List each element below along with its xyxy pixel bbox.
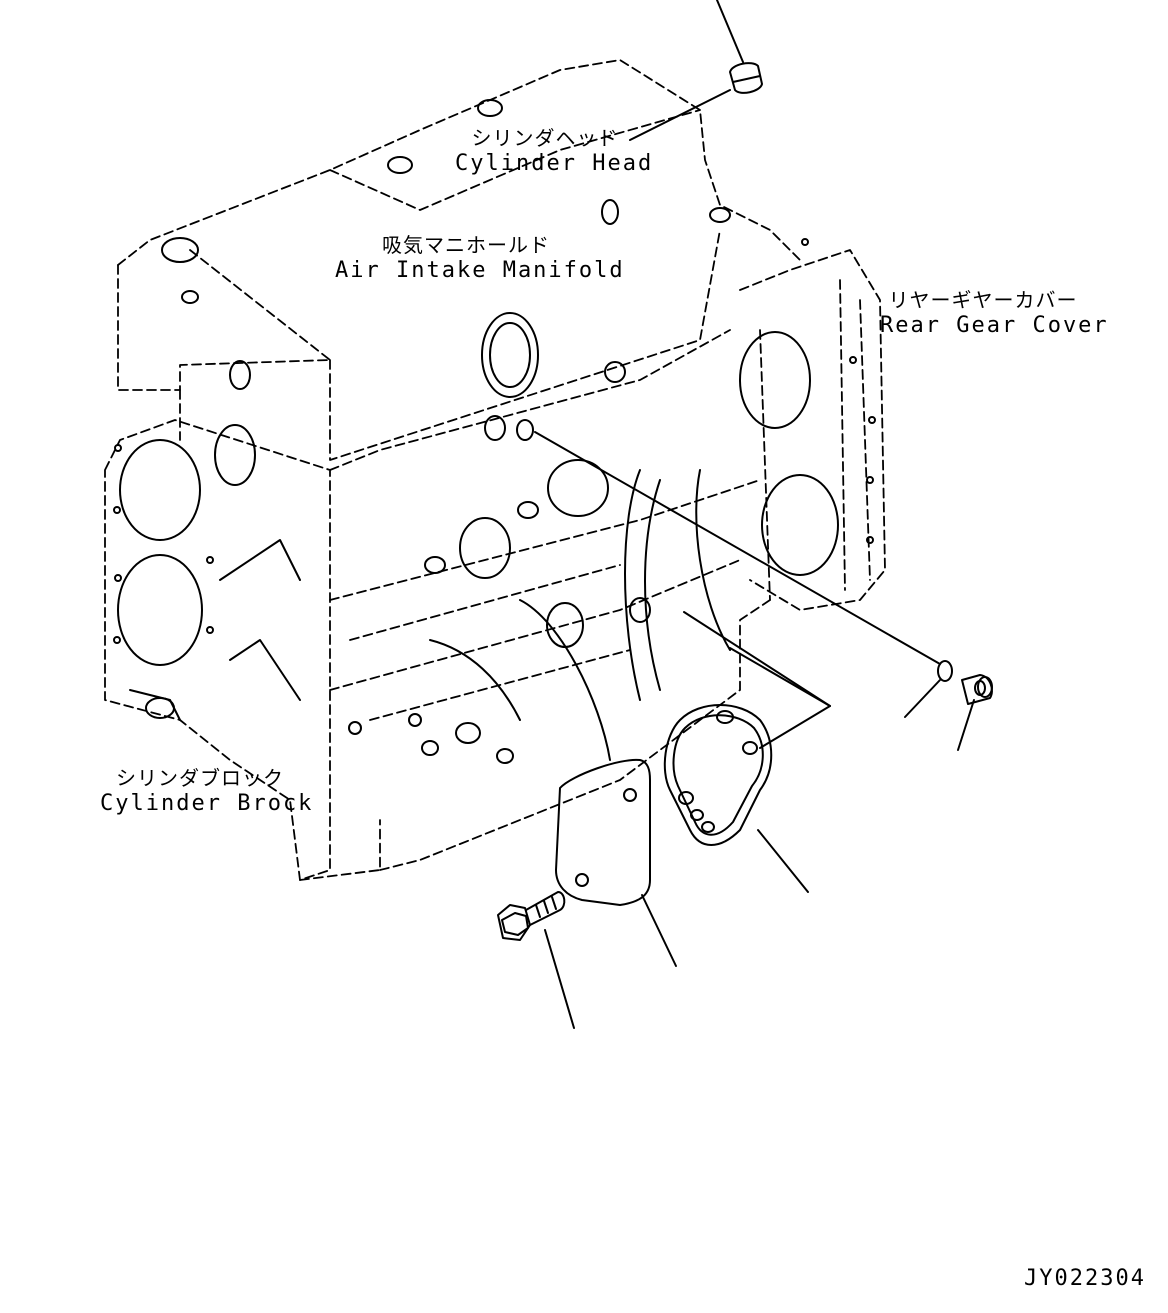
bolt-part xyxy=(497,891,575,1029)
cylinder-block-label: シリンダブロック Cylinder Brock xyxy=(100,765,314,817)
rear-gear-cover-label: リヤーギヤーカバー Rear Gear Cover xyxy=(880,287,1109,339)
cylinder-head-label: シリンダヘッド Cylinder Head xyxy=(455,125,654,177)
drawing-code: JY022304 xyxy=(1024,1266,1146,1291)
cylinder-block-label-en: Cylinder Brock xyxy=(100,791,314,816)
oring-and-plug-part xyxy=(534,431,993,751)
engine-details xyxy=(113,99,876,764)
intake-manifold-label-en: Air Intake Manifold xyxy=(335,258,625,283)
rear-gear-cover-label-en: Rear Gear Cover xyxy=(880,313,1109,338)
intake-manifold-label-jp: 吸気マニホールド xyxy=(382,233,550,257)
gasket-part xyxy=(663,611,831,893)
cylinder-head-label-en: Cylinder Head xyxy=(455,151,654,176)
cylinder-head-label-jp: シリンダヘッド xyxy=(471,126,619,150)
top-plug-part xyxy=(629,0,763,141)
cylinder-block-label-jp: シリンダブロック xyxy=(116,766,284,790)
cover-plate-part xyxy=(555,758,677,967)
intake-manifold-label: 吸気マニホールド Air Intake Manifold xyxy=(335,232,625,284)
engine-block xyxy=(104,59,886,881)
rear-gear-cover-label-jp: リヤーギヤーカバー xyxy=(888,288,1078,312)
